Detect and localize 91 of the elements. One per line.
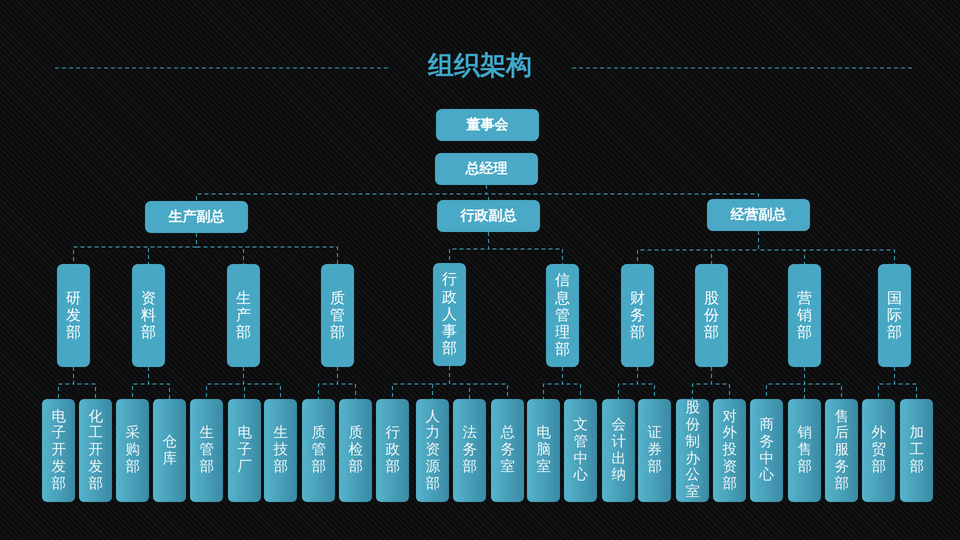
department-name: 行政副总 — [460, 207, 516, 225]
department-name: 销售部 — [797, 425, 812, 476]
department-box — [676, 399, 709, 502]
department-box — [42, 399, 75, 502]
department-name: 行政人事部 — [442, 271, 457, 358]
connector-line — [148, 366, 170, 400]
department-name: 国际部 — [887, 290, 902, 342]
department-box — [153, 399, 186, 502]
connector-line — [711, 366, 730, 400]
connector-line — [243, 366, 281, 400]
department-name: 经营副总 — [730, 206, 786, 224]
department-name: 董事会 — [466, 116, 508, 134]
department-box — [433, 263, 466, 366]
department-name: 质管部 — [330, 290, 345, 342]
department-name: 会计出纳 — [611, 417, 626, 484]
department-name: 电子开发部 — [51, 408, 66, 492]
department-box — [638, 399, 671, 502]
department-box — [546, 264, 579, 367]
department-box — [862, 399, 895, 502]
department-name: 仓库 — [162, 434, 177, 468]
department-box — [57, 264, 90, 367]
department-name: 行政部 — [385, 425, 400, 476]
department-box — [116, 399, 149, 502]
department-box — [79, 399, 112, 502]
department-name: 生技部 — [273, 425, 288, 476]
department-box — [825, 399, 858, 502]
connector-line — [486, 184, 759, 200]
department-name: 总务室 — [500, 425, 515, 476]
position-box — [145, 201, 248, 233]
department-box — [527, 399, 560, 502]
department-name: 电子厂 — [237, 425, 252, 476]
department-name: 采购部 — [125, 425, 140, 476]
position-box — [436, 109, 539, 141]
department-box — [750, 399, 783, 502]
position-box — [707, 199, 810, 231]
department-box — [713, 399, 746, 502]
department-box — [376, 399, 409, 502]
department-name: 加工部 — [909, 425, 924, 476]
department-name: 总经理 — [466, 160, 508, 178]
connector-line — [894, 366, 917, 400]
connector-line — [562, 366, 581, 400]
department-box — [132, 264, 165, 367]
department-name: 股份制办公室 — [685, 400, 700, 501]
department-name: 证券部 — [647, 425, 662, 476]
department-box — [228, 399, 261, 502]
title: 组织架构 — [426, 50, 533, 83]
department-name: 质管部 — [311, 425, 326, 476]
department-box — [788, 399, 821, 502]
department-name: 营销部 — [797, 290, 812, 342]
department-name: 电脑室 — [536, 425, 551, 476]
department-box — [190, 399, 223, 502]
department-box — [321, 264, 354, 367]
department-name: 生产副总 — [168, 208, 224, 226]
position-box — [435, 153, 538, 185]
connector-line — [804, 366, 842, 400]
department-box — [453, 399, 486, 502]
department-name: 研发部 — [66, 290, 81, 342]
department-box — [491, 399, 524, 502]
connector-line — [337, 366, 356, 400]
department-name: 资料部 — [141, 290, 156, 342]
department-box — [264, 399, 297, 502]
department-name: 文管中心 — [573, 417, 588, 484]
department-name: 人力资源部 — [425, 408, 440, 492]
department-name: 生产部 — [236, 290, 251, 342]
department-name: 法务部 — [462, 425, 477, 476]
department-box — [788, 264, 821, 367]
department-name: 信息管理部 — [555, 272, 570, 359]
department-box — [621, 264, 654, 367]
connector-line — [488, 232, 563, 264]
position-box — [437, 200, 540, 232]
department-box — [564, 399, 597, 502]
department-box — [339, 399, 372, 502]
department-name: 化工开发部 — [88, 408, 103, 492]
connector-line — [196, 232, 338, 264]
department-name: 生管部 — [199, 425, 214, 476]
connector-line — [73, 366, 96, 400]
department-name: 质检部 — [348, 425, 363, 476]
department-box — [695, 264, 728, 367]
department-box — [602, 399, 635, 502]
department-name: 财务部 — [630, 290, 645, 342]
connector-line — [758, 230, 895, 264]
department-name: 股份部 — [704, 290, 719, 342]
department-name: 对外投资部 — [722, 408, 737, 492]
department-box — [416, 399, 449, 502]
department-box — [900, 399, 933, 502]
department-box — [227, 264, 260, 367]
department-name: 外贸部 — [871, 425, 886, 476]
department-name: 商务中心 — [759, 417, 774, 484]
department-name: 售后服务部 — [834, 408, 849, 492]
department-box — [878, 264, 911, 367]
department-box — [302, 399, 335, 502]
